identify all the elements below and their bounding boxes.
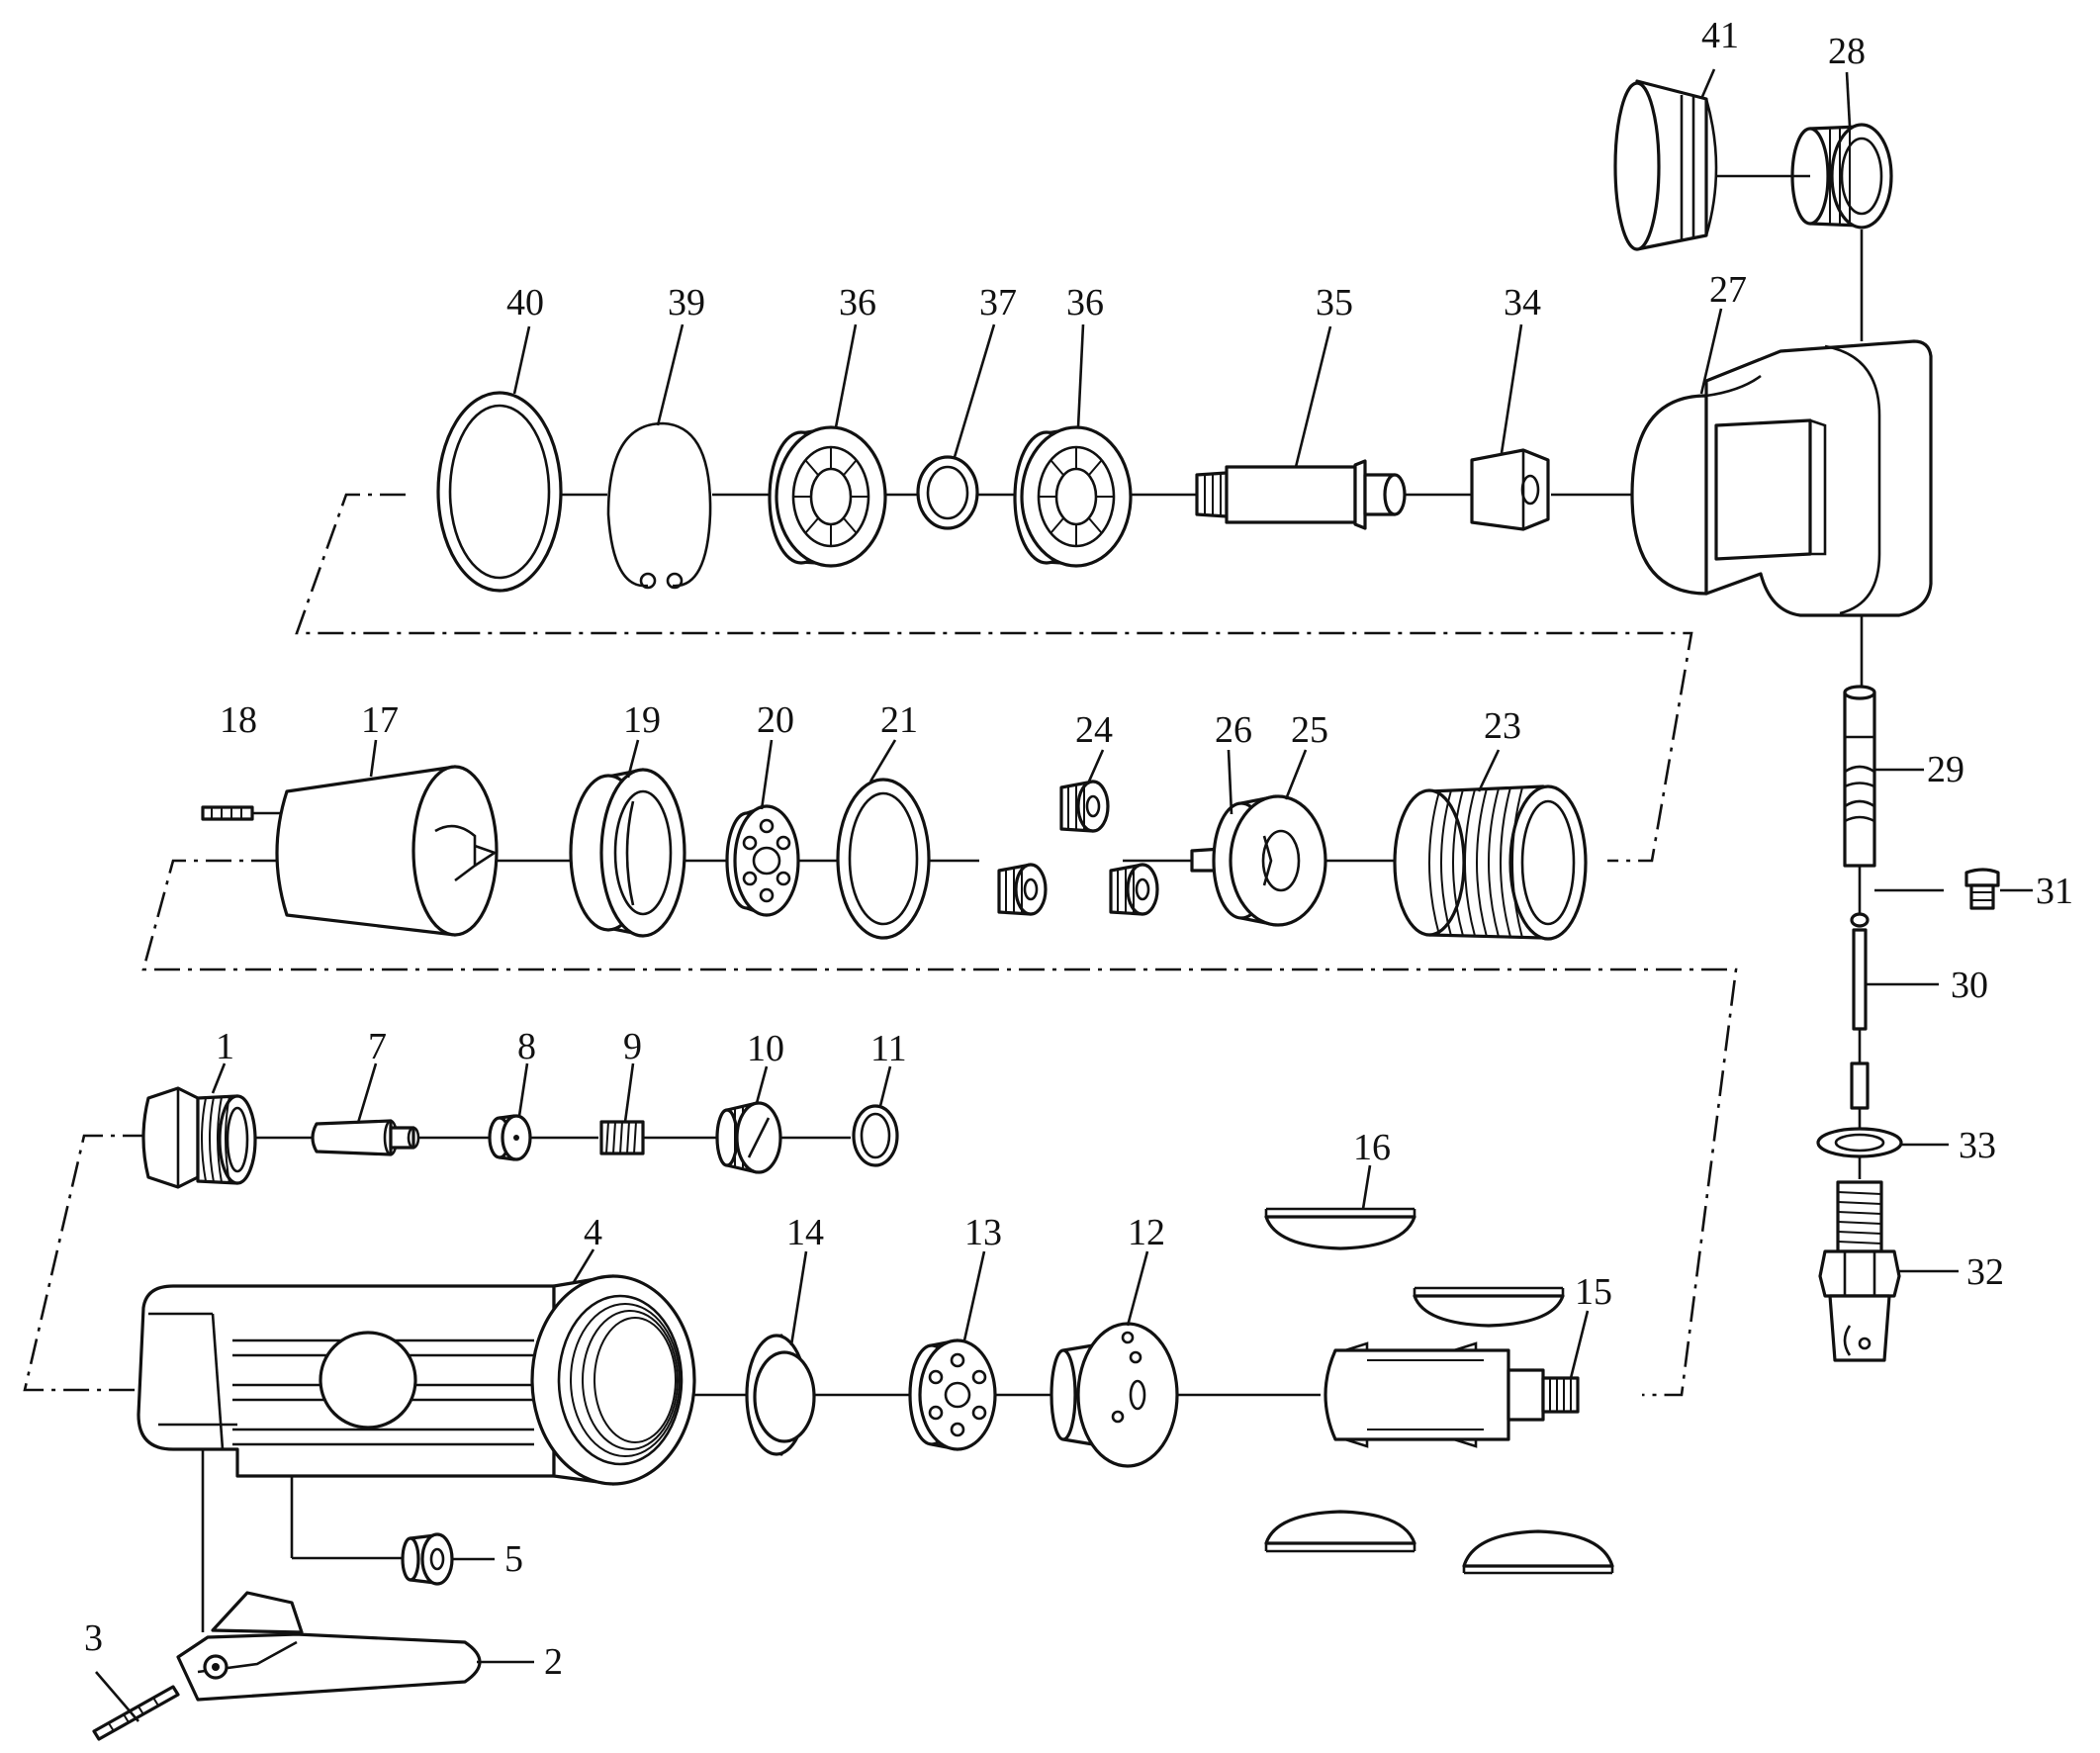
part-16-blade-2 [1413,1286,1565,1328]
part-16-blade-3 [1264,1510,1416,1553]
label-30: 30 [1951,965,1988,1006]
part-34-drive-block [1470,448,1550,531]
label-4: 4 [584,1212,602,1253]
part-32-collet-nut [1818,1180,1901,1362]
part-29-spindle-lock [1843,685,1876,868]
label-9: 9 [623,1026,642,1067]
label-32: 32 [1966,1251,2004,1293]
part-19-rear-plate [569,768,686,938]
part-40-ring [436,391,563,593]
label-27: 27 [1709,269,1747,311]
part-12-end-plate [1050,1322,1179,1468]
label-36b: 36 [1066,282,1104,323]
part-25-planet-carrier [1212,794,1327,927]
part-7-valve-stem [311,1119,420,1156]
label-21: 21 [880,699,918,741]
part-24-gear-top [1059,780,1110,833]
label-10: 10 [747,1028,784,1069]
label-34: 34 [1504,282,1541,323]
label-31: 31 [2036,871,2073,912]
label-36a: 36 [839,282,876,323]
label-40: 40 [506,282,544,323]
label-39: 39 [668,282,705,323]
part-33-washer [1816,1127,1903,1158]
label-17: 17 [361,699,399,741]
part-9-spring [599,1120,645,1155]
part-24-gear-bottom-left [997,863,1048,916]
part-16-blade-4 [1462,1529,1614,1575]
label-29: 29 [1927,749,1964,790]
part-36-bearing-left [768,425,887,568]
leader-lines [211,68,1852,1379]
label-20: 20 [757,699,794,741]
part-28-threaded-bush [1790,123,1893,230]
part-13-bearing [908,1338,997,1451]
part-1-inlet-bushing [141,1086,257,1189]
part-labels: 41 28 40 39 36 37 36 35 34 27 18 17 19 2… [84,15,2073,1683]
label-12: 12 [1128,1212,1165,1253]
label-2: 2 [544,1641,563,1683]
part-35-spindle-shaft [1195,459,1407,530]
part-23-ring-gear [1393,784,1588,941]
label-37: 37 [979,282,1017,323]
label-25: 25 [1291,709,1328,751]
label-1: 1 [216,1026,234,1067]
part-39-retaining-clip [606,421,712,590]
label-8: 8 [517,1026,536,1067]
label-11: 11 [870,1028,907,1069]
part-30-pin [1850,912,1870,1110]
part-24-gear-bottom-right [1109,863,1159,916]
label-18: 18 [220,699,257,741]
label-13: 13 [964,1212,1002,1253]
part-36-bearing-right [1013,425,1133,568]
label-7: 7 [368,1026,387,1067]
label-14: 14 [786,1212,824,1253]
label-24: 24 [1075,709,1113,751]
label-26: 26 [1215,709,1252,751]
part-17-cylinder [275,765,499,937]
part-27-angle-head [1630,339,1933,617]
label-5: 5 [504,1538,523,1580]
part-11-o-ring [852,1104,899,1167]
label-23: 23 [1484,705,1521,747]
part-31-screw [1964,868,2000,910]
label-35: 35 [1316,282,1353,323]
part-16-blade-1 [1264,1207,1416,1250]
label-41: 41 [1701,15,1739,56]
assembly-lines [23,493,1738,1397]
label-28: 28 [1828,31,1866,72]
part-21-ring [836,778,931,940]
part-2-trigger-lever [176,1591,482,1702]
part-10-plug-screw [715,1101,782,1174]
part-20-bearing [725,804,800,917]
label-3: 3 [84,1617,103,1659]
part-15-rotor [1324,1341,1580,1448]
part-3-pin [92,1685,180,1741]
label-16: 16 [1353,1127,1391,1168]
part-5-valve-bush [401,1532,454,1586]
part-18-set-screw [201,805,254,821]
label-33: 33 [1959,1125,1996,1166]
part-8-valve-seat [488,1114,532,1161]
label-19: 19 [623,699,661,741]
label-15: 15 [1575,1271,1612,1313]
part-14-front-plate [745,1334,816,1456]
part-41-nut [1613,79,1718,251]
part-4-motor-housing [137,1274,696,1486]
part-37-o-ring [916,455,979,530]
